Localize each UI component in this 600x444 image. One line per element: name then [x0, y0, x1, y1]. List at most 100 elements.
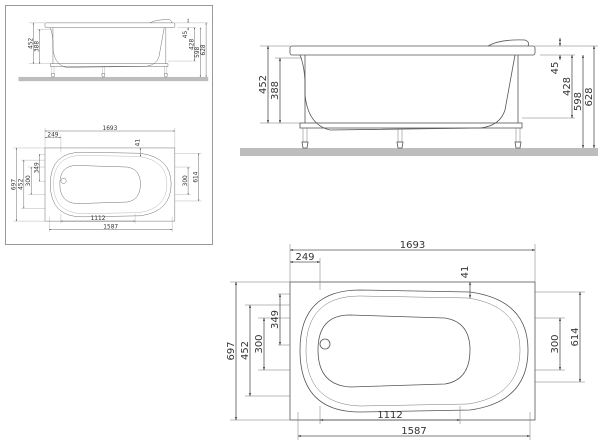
- dim-697: 697: [11, 179, 17, 190]
- arrowhead: [578, 292, 582, 295]
- tub-body: [299, 54, 516, 131]
- leg: [515, 127, 521, 143]
- drain: [319, 338, 331, 350]
- arrowhead: [15, 219, 17, 222]
- arrowhead: [317, 260, 320, 264]
- arrowhead: [234, 417, 238, 420]
- dim-598: 598: [573, 92, 584, 111]
- arrowhead: [23, 206, 25, 209]
- arrowhead: [320, 418, 323, 422]
- arrowhead: [278, 58, 282, 61]
- leg: [302, 127, 308, 143]
- arrowhead: [30, 167, 32, 169]
- arrowhead: [187, 167, 189, 169]
- arrowhead: [592, 145, 596, 148]
- arrowhead: [298, 434, 301, 438]
- tub-outline-top: [44, 147, 176, 222]
- arrowhead: [199, 75, 201, 77]
- bowl-inner: [59, 165, 141, 204]
- dim-697: 697: [226, 341, 237, 360]
- leg-foot: [163, 73, 168, 78]
- drain: [60, 177, 67, 184]
- arrowhead: [266, 46, 270, 49]
- arrowhead: [205, 75, 207, 77]
- arrowhead: [234, 282, 238, 285]
- arrowhead: [60, 220, 63, 222]
- dim-598: 598: [195, 46, 201, 57]
- dim-388: 388: [270, 81, 281, 100]
- dim-628: 628: [201, 44, 207, 55]
- arrowhead: [262, 367, 266, 370]
- arrowhead: [198, 199, 200, 201]
- arrowhead: [581, 145, 585, 148]
- dim-41: 41: [135, 139, 141, 147]
- leg: [51, 66, 55, 74]
- dim-628: 628: [584, 87, 595, 106]
- arrowhead: [32, 62, 34, 64]
- arrowhead: [32, 22, 34, 25]
- leg-foot: [514, 141, 522, 149]
- arrowhead: [558, 55, 562, 58]
- frame-bar: [50, 63, 169, 67]
- arrowhead: [198, 153, 200, 155]
- tub-body: [50, 27, 165, 68]
- arrowhead: [30, 193, 32, 195]
- arrowhead: [558, 43, 562, 46]
- dim-614: 614: [194, 171, 200, 182]
- dim-249: 249: [295, 252, 314, 263]
- dim-300-left: 300: [26, 175, 32, 186]
- dim-300-right: 300: [550, 334, 561, 353]
- arrowhead: [532, 248, 535, 252]
- bowl-outer: [299, 289, 529, 413]
- bowl-outer: [50, 151, 172, 218]
- arrowhead: [468, 295, 472, 298]
- floor: [18, 76, 209, 82]
- bowl-inner: [317, 314, 471, 388]
- arrowhead: [581, 55, 585, 58]
- arrowhead: [187, 18, 189, 21]
- arrowhead: [290, 260, 293, 264]
- arrowhead: [133, 220, 136, 222]
- arrowhead: [15, 147, 17, 150]
- arrowhead: [139, 147, 141, 150]
- arrowhead: [187, 27, 189, 30]
- arrowhead: [457, 418, 460, 422]
- dim-1112: 1112: [91, 216, 106, 222]
- arrowhead: [193, 59, 196, 62]
- arrowhead: [468, 282, 472, 285]
- dim-300-right: 300: [183, 175, 189, 186]
- arrowhead: [278, 342, 282, 345]
- leg-foot: [101, 73, 106, 78]
- dim-452-top: 452: [240, 341, 251, 360]
- arrowhead: [187, 28, 189, 31]
- bowl-lip: [53, 155, 168, 214]
- bowl-lip: [305, 295, 521, 407]
- arrowhead: [44, 136, 47, 138]
- arrowhead: [193, 27, 196, 30]
- dim-388: 388: [35, 41, 41, 52]
- dim-41: 41: [460, 266, 471, 279]
- arrowhead: [262, 318, 266, 321]
- frame-bar: [299, 122, 523, 129]
- tub-rim: [44, 22, 176, 28]
- arrowhead: [39, 62, 41, 64]
- arrowhead: [59, 136, 61, 138]
- arrowhead: [570, 55, 574, 58]
- arrowhead: [558, 367, 562, 370]
- dim-452-side: 452: [258, 75, 269, 94]
- arrowhead: [49, 229, 51, 231]
- arrowhead: [205, 22, 207, 25]
- arrowhead: [39, 29, 41, 31]
- dim-614: 614: [570, 327, 581, 346]
- arrowhead: [527, 434, 530, 438]
- arrowhead: [278, 294, 282, 297]
- dim-428: 428: [189, 38, 195, 49]
- dim-1587: 1587: [103, 225, 118, 231]
- arrowhead: [187, 21, 189, 23]
- arrowhead: [570, 115, 574, 118]
- arrowhead: [39, 154, 41, 156]
- dim-349: 349: [270, 310, 281, 329]
- dim-452-side: 452: [28, 37, 34, 48]
